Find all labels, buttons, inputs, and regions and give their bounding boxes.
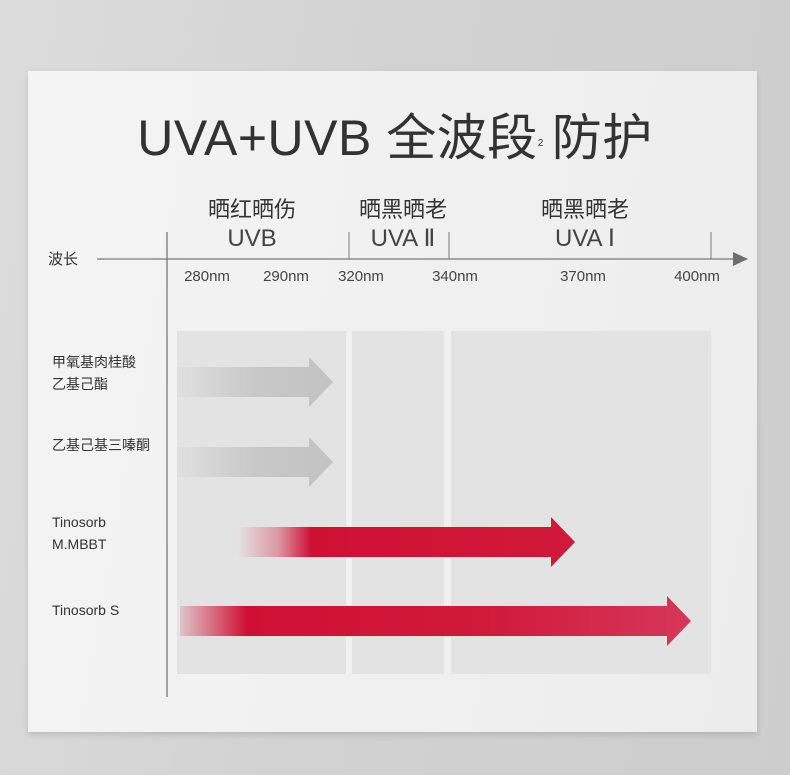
band-label-uvb: 晒红晒伤 UVB (177, 196, 327, 254)
band-effect: 晒黑晒老 (358, 197, 447, 222)
axis-label: 波长 (48, 251, 79, 268)
ingredient-label-line: M.MBBT (52, 536, 107, 552)
ingredient-label-line: Tinosorb S (52, 602, 120, 618)
coverage-arrow (177, 437, 333, 487)
title-footnote-marker: 2 (537, 138, 544, 149)
band-name: UVA Ⅰ (555, 225, 615, 252)
band-name: UVA Ⅱ (370, 225, 436, 252)
coverage-arrow (237, 517, 575, 567)
band-effect: 晒黑晒老 (540, 197, 629, 222)
band-effect: 晒红晒伤 (207, 197, 296, 222)
tick-label: 370nm (560, 268, 606, 285)
ingredient-label-line: 甲氧基肉桂酸 (52, 354, 136, 370)
axis-arrowhead-icon (733, 252, 748, 266)
page-title: UVA+UVB 全波段2 防护 (0, 108, 790, 168)
band-name: UVB (227, 225, 277, 252)
ingredient-label: 乙基己基三嗪酮 (52, 434, 150, 456)
tick-label: 400nm (674, 268, 720, 285)
band-label-uva2: 晒黑晒老 UVA Ⅱ (343, 196, 463, 254)
tick-label: 320nm (338, 268, 384, 285)
ingredient-label: Tinosorb S (52, 599, 119, 621)
coverage-arrow (180, 596, 691, 646)
tick-label: 290nm (263, 268, 309, 285)
ingredient-label: Tinosorb M.MBBT (52, 511, 106, 555)
tick-label: 280nm (184, 268, 230, 285)
ingredient-label-line: 乙基己酯 (52, 376, 108, 392)
title-suffix: 防护 (551, 110, 653, 166)
ingredient-label-line: Tinosorb (52, 514, 106, 530)
title-main: UVA+UVB 全波段 (137, 110, 538, 166)
tick-label: 340nm (432, 268, 478, 285)
ingredient-label: 甲氧基肉桂酸 乙基己酯 (52, 351, 136, 395)
coverage-arrow (177, 357, 333, 407)
ingredient-label-line: 乙基己基三嗪酮 (52, 437, 150, 453)
band-label-uva1: 晒黑晒老 UVA Ⅰ (520, 196, 650, 254)
